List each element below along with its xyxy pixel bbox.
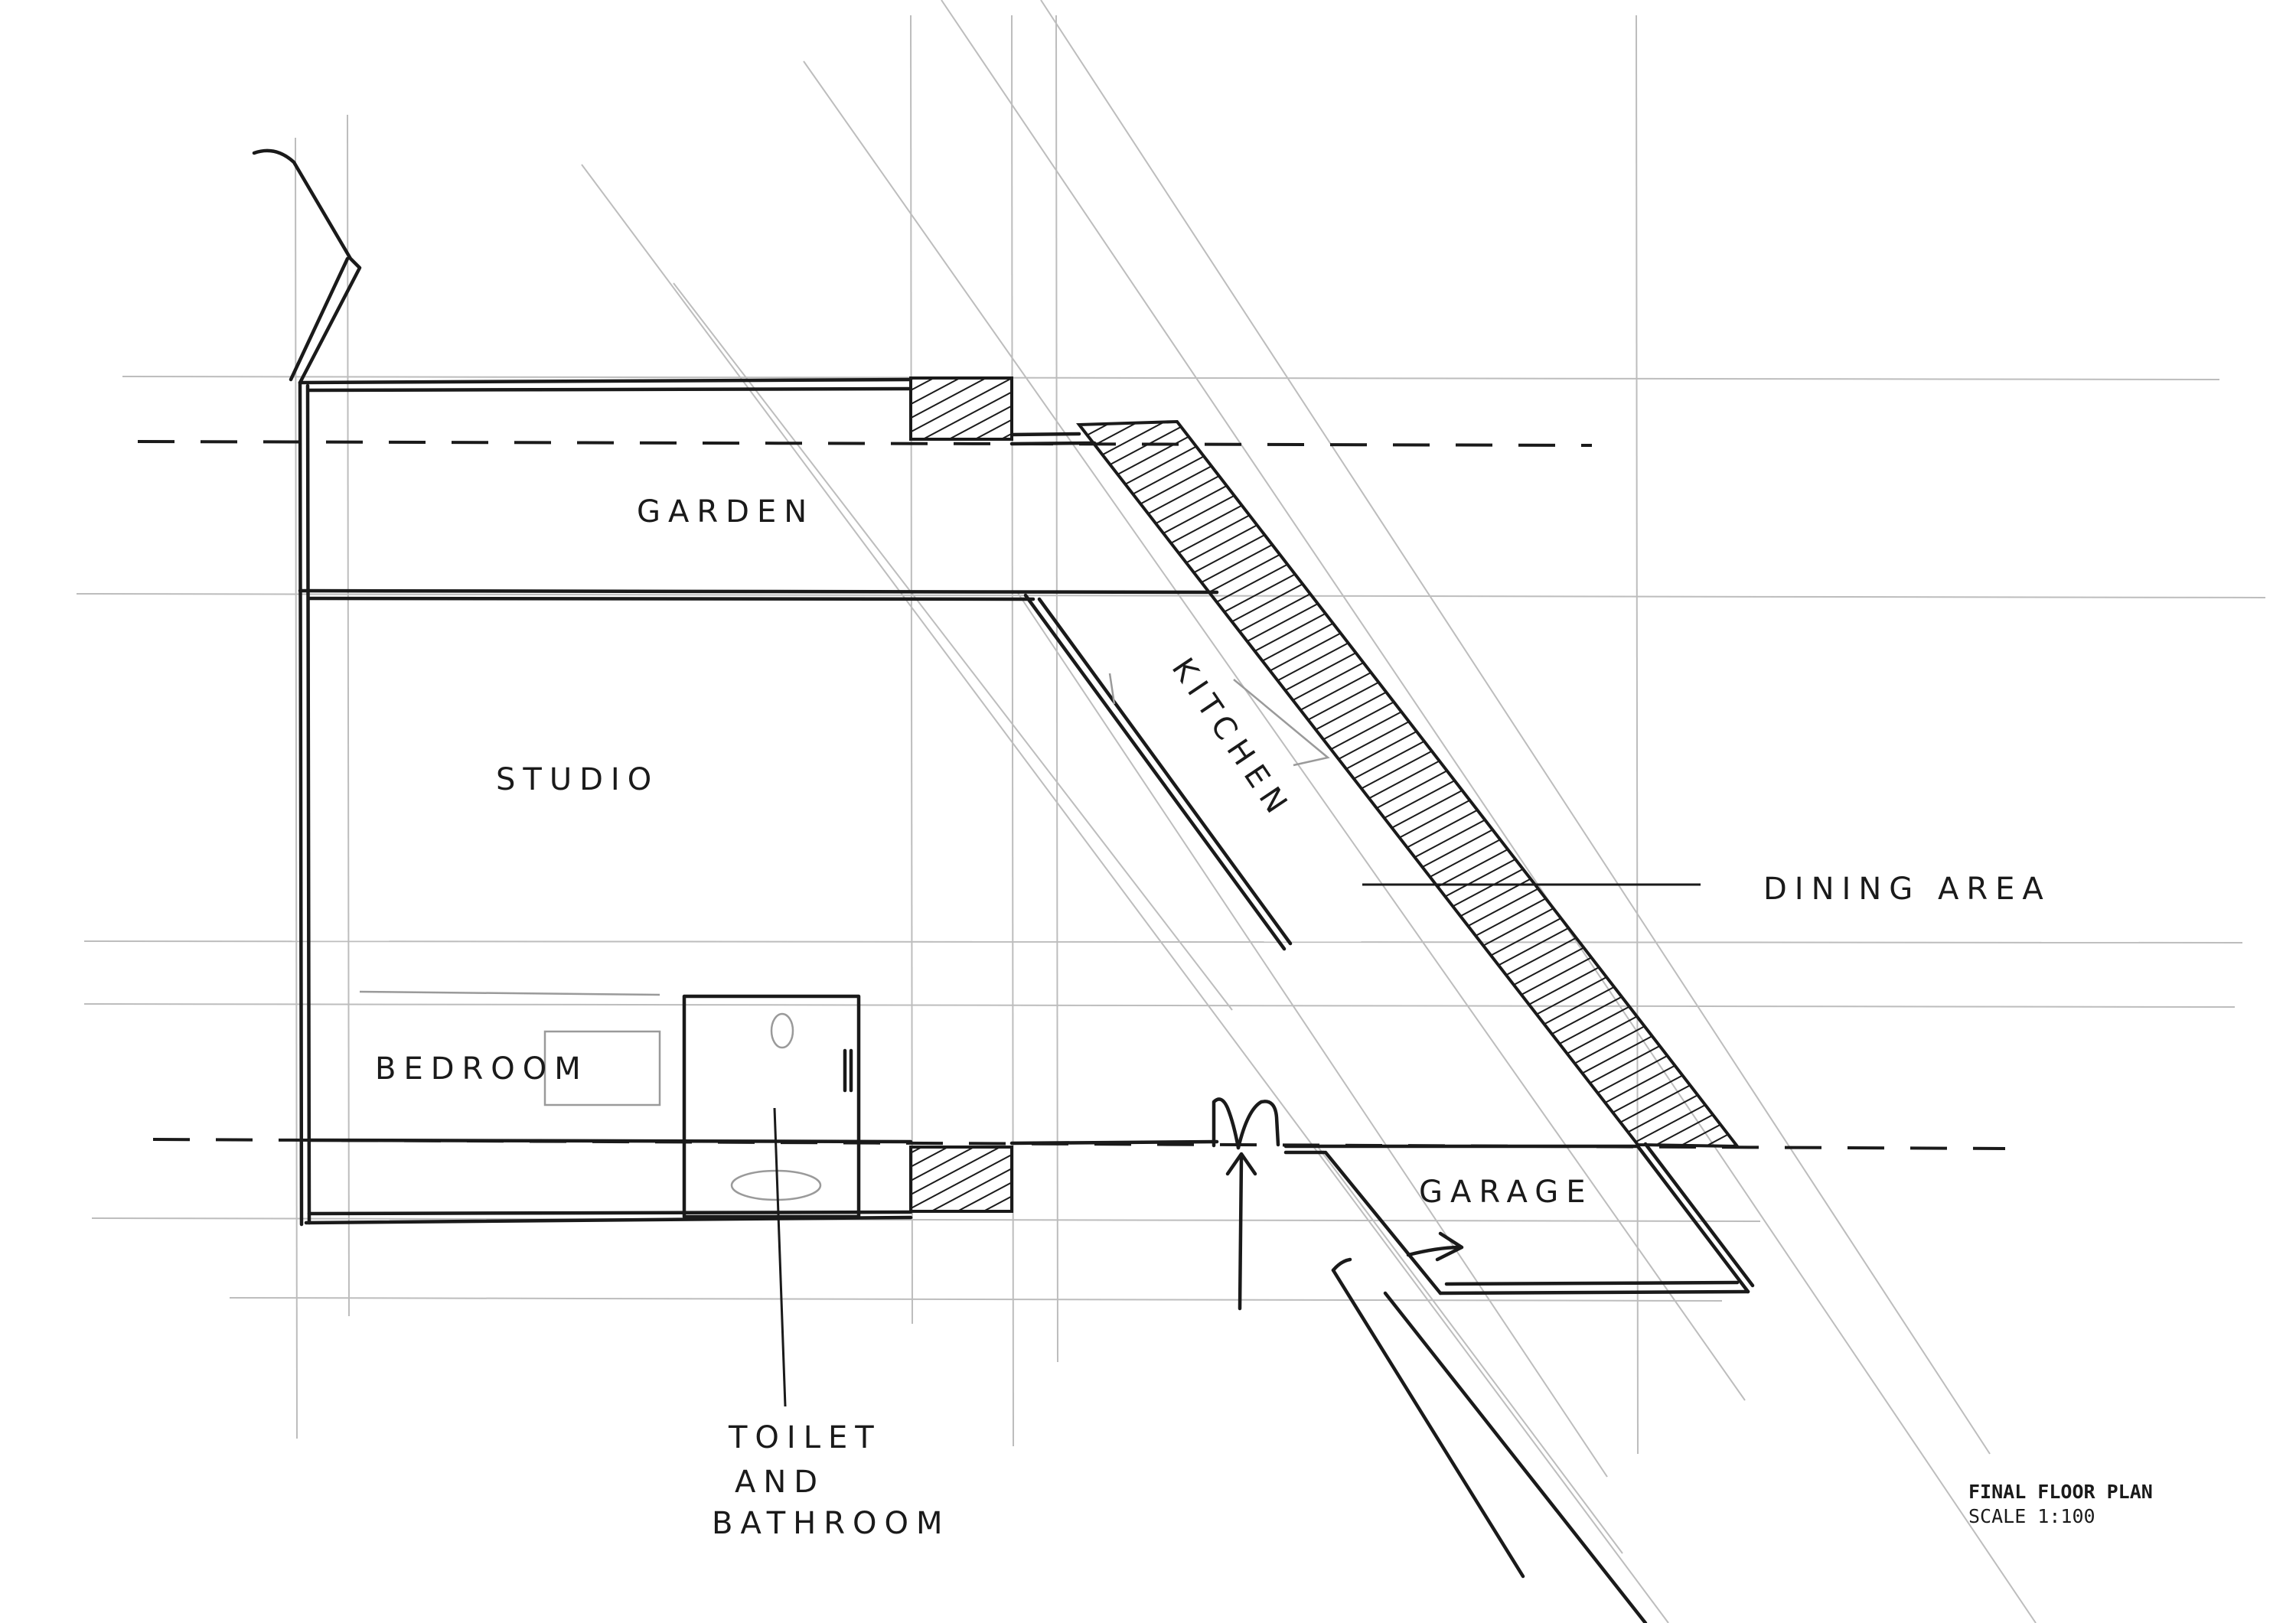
- furniture: [359, 673, 1330, 1201]
- label-dining-area: DINING AREA: [1763, 872, 2051, 907]
- label-garage: GARAGE: [1419, 1175, 1593, 1210]
- toilet-fixture: [770, 1012, 794, 1049]
- hatched-walls: [909, 376, 1741, 1213]
- title-block-scale: SCALE 1:100: [1968, 1505, 2095, 1527]
- label-garden: GARDEN: [637, 494, 814, 530]
- kitchen-counter: [1233, 679, 1330, 767]
- column-top: [909, 376, 1013, 441]
- label-bedroom: BEDROOM: [375, 1051, 589, 1087]
- bed: [543, 1030, 661, 1106]
- diagonal-hatched-wall: [1076, 419, 1741, 1149]
- walls: [252, 148, 1755, 1623]
- label-toilet-line3: BATHROOM: [712, 1506, 950, 1541]
- title-block-title: FINAL FLOOR PLAN: [1968, 1481, 2153, 1503]
- label-toilet-line2: AND: [735, 1465, 825, 1500]
- section-lines: [137, 440, 2006, 1150]
- column-bottom: [909, 1146, 1013, 1213]
- label-studio: STUDIO: [496, 762, 659, 797]
- toilet-leader: [773, 1107, 787, 1407]
- label-toilet-line1: TOILET: [728, 1420, 882, 1455]
- construction-lines: [76, 0, 2266, 1623]
